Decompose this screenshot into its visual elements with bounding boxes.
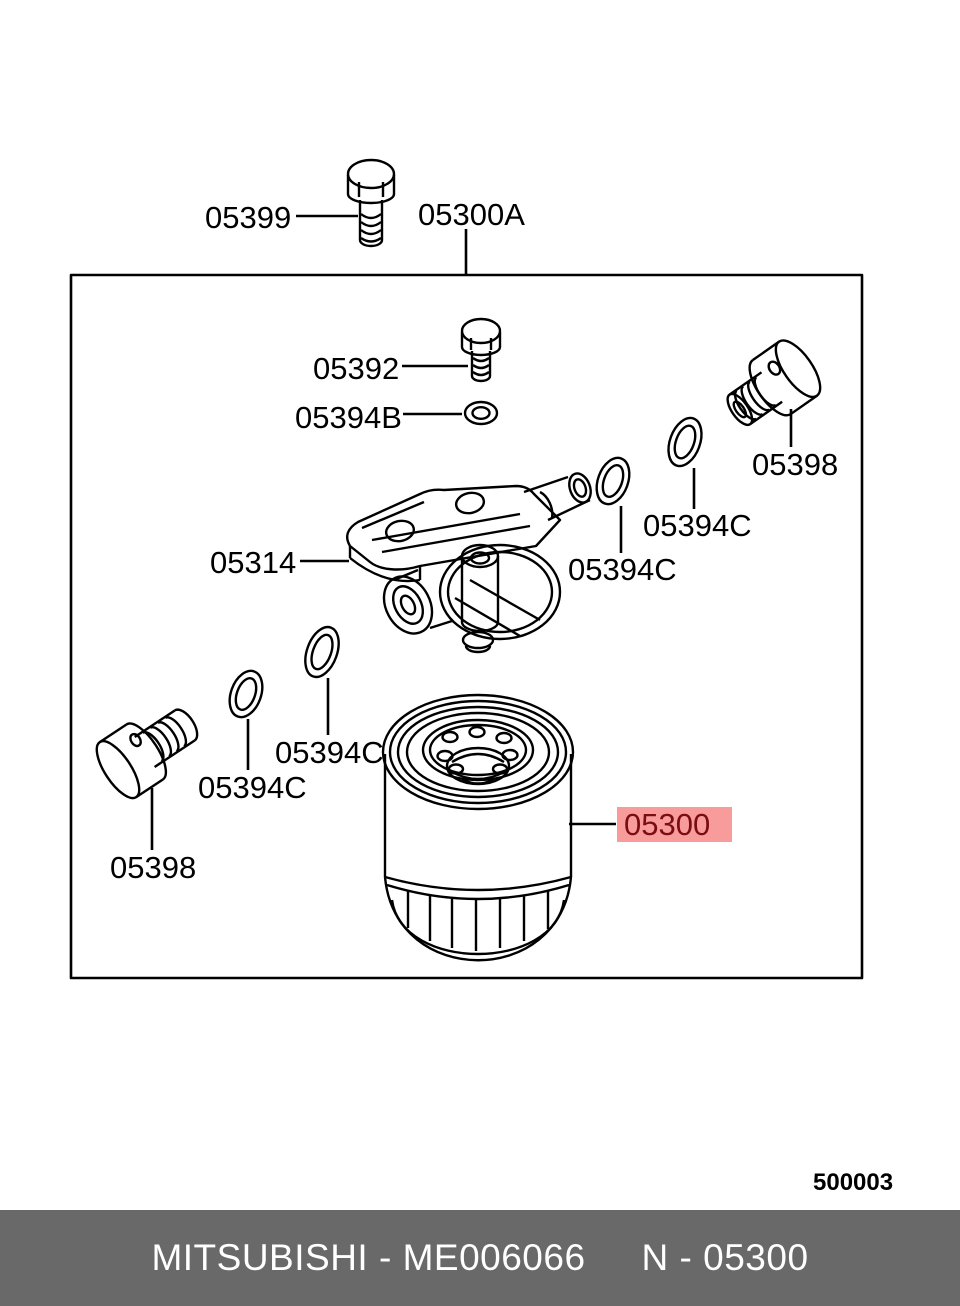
leader-lines bbox=[150, 214, 793, 850]
washer-05394c-2-art bbox=[595, 456, 631, 506]
part-label-05398-top[interactable]: 05398 bbox=[752, 447, 839, 482]
footer-part-ref: N - 05300 bbox=[641, 1237, 809, 1278]
part-label-05394c-3[interactable]: 05394C bbox=[275, 735, 384, 770]
footer-catalog-ref: MITSUBISHI - ME006066 bbox=[151, 1237, 586, 1278]
part-label-05398-bottom[interactable]: 05398 bbox=[110, 850, 197, 885]
bolt-05399-art bbox=[346, 158, 396, 248]
part-label-05300a[interactable]: 05300A bbox=[418, 197, 525, 232]
fitting-05398-top-art bbox=[726, 339, 822, 427]
assembly-box-outline bbox=[69, 273, 864, 980]
washer-05394b-art bbox=[463, 400, 499, 426]
part-label-05314[interactable]: 05314 bbox=[210, 545, 297, 580]
part-label-05394b[interactable]: 05394B bbox=[295, 400, 402, 435]
part-label-05394c-2[interactable]: 05394C bbox=[568, 552, 677, 587]
footer-bar: MITSUBISHI - ME006066 N - 05300 bbox=[0, 1210, 960, 1306]
fitting-05398-bottom-art bbox=[95, 708, 199, 800]
bolt-05392-art bbox=[460, 317, 502, 383]
washer-05394c-4-art bbox=[228, 669, 264, 719]
sheet-code: 500003 bbox=[813, 1169, 894, 1196]
washer-05394c-1-art bbox=[667, 416, 703, 468]
washer-05394c-3-art bbox=[304, 625, 340, 679]
part-label-05392[interactable]: 05392 bbox=[313, 351, 400, 386]
part-label-05399[interactable]: 05399 bbox=[205, 200, 292, 235]
parts-diagram-artwork bbox=[69, 158, 864, 980]
housing-05314-art bbox=[346, 472, 592, 654]
filter-05300-art bbox=[381, 693, 575, 962]
part-label-05300-highlighted[interactable]: 05300 bbox=[617, 807, 732, 842]
part-label-05394c-1[interactable]: 05394C bbox=[643, 508, 752, 543]
part-label-05394c-4[interactable]: 05394C bbox=[198, 770, 307, 805]
